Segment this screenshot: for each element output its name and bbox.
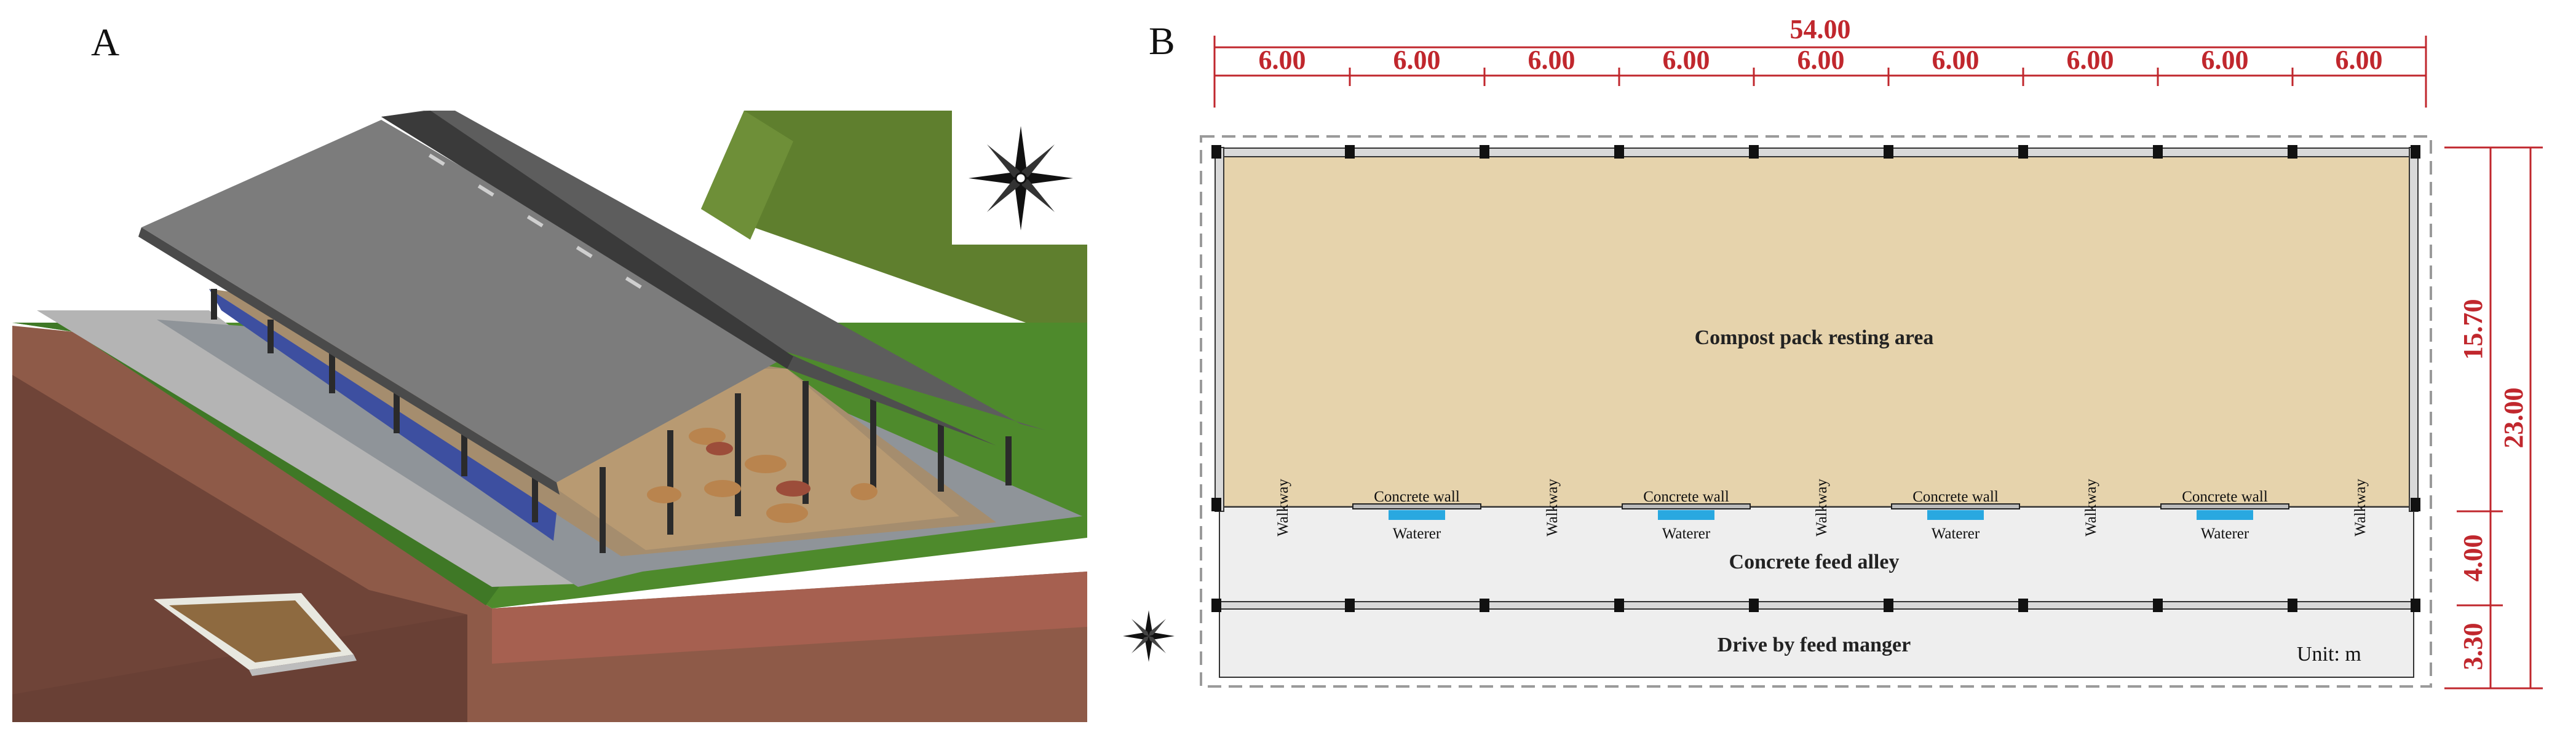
bay-width-4: 6.00 bbox=[1663, 45, 1710, 75]
bay-width-labels: 6.00 6.00 6.00 6.00 6.00 6.00 6.00 6.00 … bbox=[1259, 45, 2383, 75]
section-width-3: 3.30 bbox=[2458, 623, 2488, 670]
bay-width-2: 6.00 bbox=[1393, 45, 1441, 75]
walkways: Walkway Walkway Walkway Walkway Walkway bbox=[1275, 479, 2369, 537]
bay-width-7: 6.00 bbox=[2067, 45, 2114, 75]
waterer-label: Waterer bbox=[1932, 525, 1980, 542]
section-width-2: 4.00 bbox=[2458, 535, 2488, 582]
section-width-1: 15.70 bbox=[2458, 299, 2488, 360]
total-width-label: 23.00 bbox=[2499, 388, 2529, 449]
panel-b: B 54.00 6.00 6.00 6.00 6.00 6.00 6.00 6.… bbox=[1123, 14, 2543, 690]
walkway-label: Walkway bbox=[1813, 479, 1830, 537]
walkway-label: Walkway bbox=[1544, 479, 1561, 537]
concrete-wall-2: Concrete wall Waterer bbox=[1622, 489, 1751, 542]
compost-pack-label: Compost pack resting area bbox=[1695, 326, 1934, 349]
columns-top bbox=[1211, 145, 2420, 511]
bay-width-6: 6.00 bbox=[1932, 45, 1980, 75]
feed-alley bbox=[1219, 506, 2414, 605]
columns-bottom bbox=[1211, 599, 2420, 612]
drive-lane bbox=[1219, 608, 2414, 678]
compost-pack-area bbox=[1218, 151, 2415, 508]
total-length-label: 54.00 bbox=[1790, 14, 1851, 44]
compass-rose-icon bbox=[969, 126, 1073, 230]
barn-3d-rendering bbox=[12, 111, 1088, 722]
bay-width-1: 6.00 bbox=[1259, 45, 1306, 75]
walkway-label: Walkway bbox=[2083, 479, 2099, 537]
walkway-label: Walkway bbox=[1275, 479, 1291, 537]
drive-lane-label: Drive by feed manger bbox=[1718, 634, 1911, 656]
feed-alley-label: Concrete feed alley bbox=[1729, 551, 1900, 573]
panel-letter-b: B bbox=[1149, 19, 1175, 63]
top-dimension-lines bbox=[1213, 36, 2427, 108]
waterer-label: Waterer bbox=[1662, 525, 1711, 542]
bay-width-9: 6.00 bbox=[2336, 45, 2383, 75]
concrete-wall-1: Concrete wall Waterer bbox=[1352, 489, 1481, 542]
panel-a: A bbox=[12, 20, 1088, 722]
walkway-label: Walkway bbox=[2352, 479, 2369, 537]
concrete-wall-label: Concrete wall bbox=[1374, 489, 1460, 505]
waterer-label: Waterer bbox=[1393, 525, 1441, 542]
bay-width-5: 6.00 bbox=[1797, 45, 1845, 75]
waterer-label: Waterer bbox=[2201, 525, 2249, 542]
bay-width-3: 6.00 bbox=[1528, 45, 1575, 75]
concrete-wall-3: Concrete wall Waterer bbox=[1891, 489, 2020, 542]
concrete-wall-label: Concrete wall bbox=[1643, 489, 1729, 505]
right-dimension-lines bbox=[2444, 146, 2543, 690]
site-boundary bbox=[1200, 135, 2432, 688]
unit-label: Unit: m bbox=[2297, 643, 2361, 666]
panel-letter-a: A bbox=[91, 20, 119, 64]
concrete-wall-label: Concrete wall bbox=[2182, 489, 2268, 505]
north-arrow-icon bbox=[1123, 610, 1175, 662]
concrete-wall-label: Concrete wall bbox=[1912, 489, 1999, 505]
feed-barrier bbox=[1216, 601, 2417, 610]
bay-width-8: 6.00 bbox=[2201, 45, 2249, 75]
concrete-wall-4: Concrete wall Waterer bbox=[2160, 489, 2289, 542]
